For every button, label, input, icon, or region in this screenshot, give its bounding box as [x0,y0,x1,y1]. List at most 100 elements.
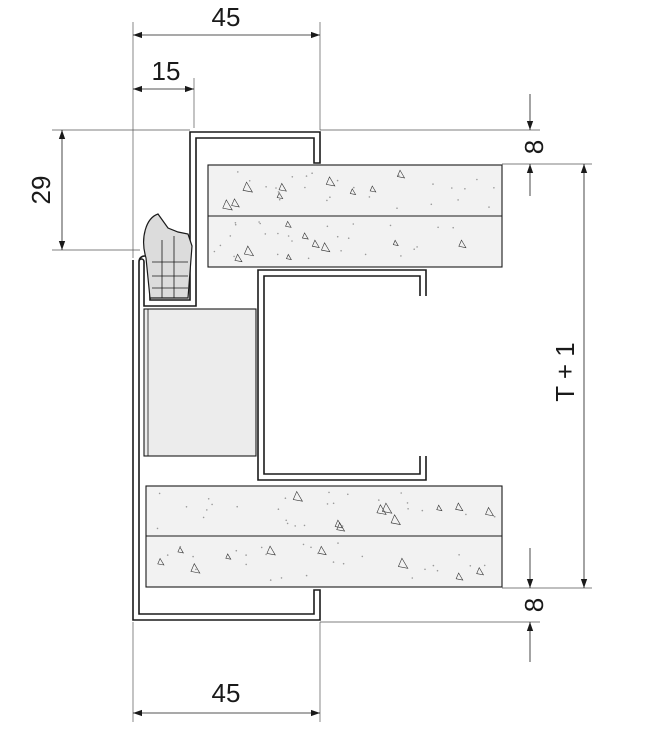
board-fleck [476,566,485,576]
board-lower-group [145,485,503,588]
board-dot [353,186,355,189]
board-dot [347,237,350,239]
board-dot [361,555,364,558]
board-fleck [222,199,233,211]
board-dot [326,225,329,228]
board-dot [493,515,496,518]
board-dot [245,554,247,556]
board-dot [310,546,312,549]
board-dot [305,574,308,577]
extension-lines [52,22,592,722]
board-dot [264,233,267,235]
board-fleck [301,232,309,240]
board-upper-group [207,164,503,268]
board-dot [265,553,267,556]
board-dot [305,175,308,177]
board-dot [483,564,486,567]
board-dot [207,498,210,500]
board-dot [469,565,472,567]
board-dot [192,555,194,558]
board-dot [233,255,235,258]
board-dot [364,253,367,256]
board-dot [237,171,239,173]
board-dot [406,502,409,504]
board-fleck [276,192,284,200]
board-dot [437,226,439,229]
board-dot [202,516,205,519]
board-dot [277,191,280,193]
board-dot [235,549,238,552]
board-dot [302,543,305,546]
board-dot [277,508,280,511]
board-dot [219,244,222,247]
board-fleck [397,557,409,569]
board-dot [269,579,272,581]
board-dot [294,525,297,527]
board-dot [421,509,424,512]
board-dot [291,176,294,178]
label-bottom-width: 45 [212,678,241,708]
board-fleck [317,545,327,556]
board-dot [413,248,416,250]
board-dot [424,568,426,571]
board-dot [317,552,319,555]
board-dot [245,563,247,566]
board-dot [389,224,392,227]
board-dot [166,554,169,556]
label-left-height: 29 [26,176,56,205]
board-dot [342,562,345,565]
board-dot [291,240,293,242]
board-fleck [157,557,165,566]
board-dot [332,561,335,563]
board-fleck [396,169,406,179]
board-fleck [243,245,255,257]
board-fleck [390,514,401,525]
board-dot [234,222,237,224]
board-dot [337,542,339,544]
board-fleck [266,545,276,556]
board-fleck [349,188,357,195]
board-dot [436,569,439,572]
board-dot [276,253,279,256]
board-dot [416,246,418,248]
label-right-bottom-gap: 8 [519,598,549,612]
board-dot [311,172,313,174]
board-dot [336,235,339,238]
board-dot [430,203,433,206]
board-dot [464,188,466,190]
board-fleck [455,502,464,512]
board-dot [185,506,188,508]
board-fleck [234,253,243,263]
board-dot [400,492,403,494]
board-fleck [278,182,287,192]
board-dot [476,178,478,181]
board-dot [260,546,263,549]
board-fleck [381,502,393,514]
board-dot [396,207,398,209]
stud-channel [257,269,427,481]
board-dot [352,223,355,225]
board-dot [457,199,459,201]
board-dot [432,564,435,567]
board-fleck [177,546,184,554]
label-right-thickness: T + 1 [550,342,580,402]
board-dot [336,179,339,182]
board-dot [307,257,310,260]
board-dot [278,198,281,201]
label-top-width: 45 [212,2,241,32]
board-dot [328,491,330,494]
board-dot [407,508,409,510]
board-fleck [455,572,464,581]
board-dot [258,221,260,223]
board-fleck [458,239,467,249]
board-fleck [436,504,443,512]
board-dot [332,502,335,505]
board-dot [236,505,238,508]
board-dot [378,499,380,501]
board-dot [265,186,267,188]
board-dot [206,509,208,511]
spacer-block [143,308,257,457]
board-dot [277,232,279,235]
board-fleck [286,253,292,261]
board-fleck [369,185,377,193]
